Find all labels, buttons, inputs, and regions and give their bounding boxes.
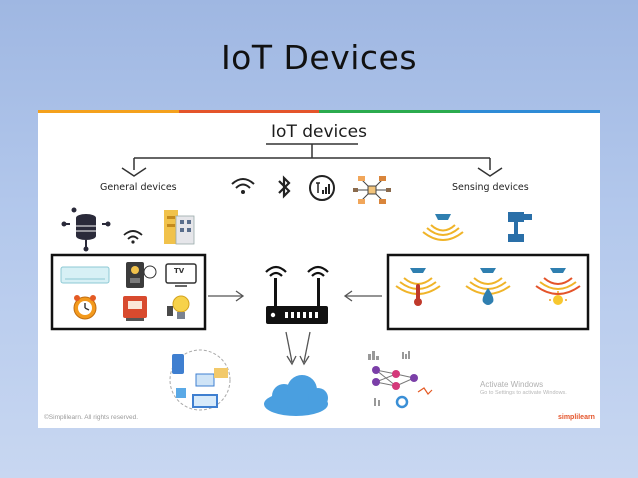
bluetooth-icon <box>278 175 291 199</box>
general-devices-label: General devices <box>100 182 177 193</box>
alarm-clock-icon <box>73 295 97 320</box>
activate-windows-title: Activate Windows <box>480 380 544 389</box>
app-devices-icon <box>169 349 231 411</box>
tv-label: TV <box>174 267 185 275</box>
sensing-devices-label: Sensing devices <box>452 182 529 193</box>
air-conditioner-icon <box>60 266 110 284</box>
wifi-icon <box>123 230 143 244</box>
database-server-icon <box>61 207 111 252</box>
valve-actuator-icon <box>508 212 532 242</box>
ceiling-sensor-icon <box>422 214 464 241</box>
smart-meter-icon <box>126 262 157 288</box>
wifi-icon <box>231 178 255 194</box>
activate-windows-subtitle: Go to Settings to activate Windows. <box>480 390 567 396</box>
cloud-icon <box>264 375 328 416</box>
diagram-heading: IoT devices <box>271 122 367 142</box>
network-hub-icon <box>353 176 391 204</box>
iot-diagram-panel: IoT devices General devices Sensing devi… <box>38 110 600 428</box>
slide-title: IoT Devices <box>220 38 418 77</box>
router-icon <box>265 265 329 324</box>
cellular-signal-icon <box>309 175 335 201</box>
humidity-sensor-icon <box>465 268 511 305</box>
copyright-text: ©Simplilearn. All rights reserved. <box>44 414 139 421</box>
analytics-network-icon <box>368 351 433 409</box>
light-sensor-icon <box>535 268 581 305</box>
coffee-machine-icon <box>123 296 147 321</box>
tv-icon <box>165 263 197 287</box>
smart-building-icon <box>164 210 195 245</box>
accent-bar <box>38 110 600 113</box>
smart-bulb-icon <box>167 295 190 319</box>
diagram-graphics <box>50 143 590 416</box>
brand-logo: simplilearn <box>558 414 595 421</box>
temperature-sensor-icon <box>395 268 441 306</box>
